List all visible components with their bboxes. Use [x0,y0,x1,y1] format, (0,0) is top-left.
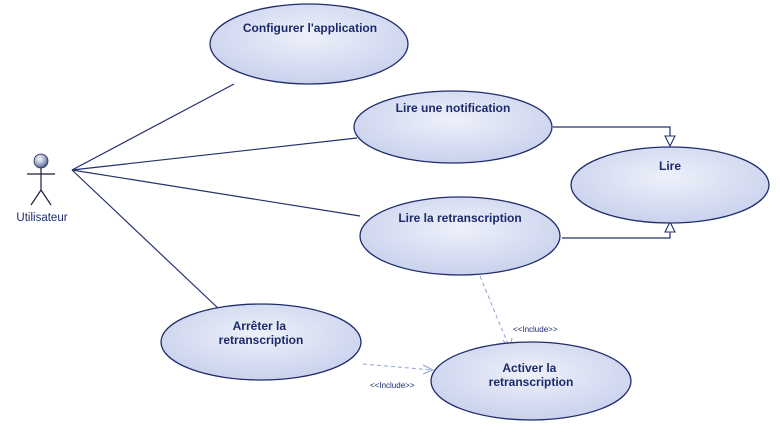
use-case-label: Configurer l'application [243,21,377,35]
use-case-ellipse [209,3,409,85]
actor-right-leg [40,189,52,206]
use-case-ellipse [359,196,561,276]
use-case-label: Activer la retranscription [489,361,574,389]
use-case-ellipse [430,341,632,421]
generalization-arrowhead [664,220,676,233]
association-lire-notification [71,137,358,171]
association-configurer [71,83,235,171]
include-dependency-lire-retranscription [479,275,511,350]
use-case-lire-retranscription[interactable]: Lire la retranscription [359,196,561,276]
use-case-arreter-retranscription[interactable]: Arrêter la retranscription [160,303,362,381]
use-case-ellipse [160,303,362,381]
include-stereotype-label: <<Include>> [370,381,415,390]
use-case-configurer-application[interactable]: Configurer l'application [209,3,409,85]
use-case-lire-notification[interactable]: Lire une notification [353,90,553,164]
actor-left-leg [30,189,42,206]
use-case-label: Arrêter la retranscription [219,319,304,347]
generalization-arrowhead [664,135,676,148]
actor-utilisateur[interactable]: Utilisateur [16,153,68,224]
use-case-label: Lire une notification [396,101,511,115]
generalization-retranscription-to-lire [562,232,671,239]
generalization-notification-to-lire [553,126,671,136]
use-case-label: Lire [659,159,681,173]
use-case-ellipse [570,146,770,224]
actor-label: Utilisateur [16,212,67,224]
use-case-label: Lire la retranscription [398,211,521,225]
association-lire-retranscription [71,169,361,217]
use-case-activer-retranscription[interactable]: Activer la retranscription [430,341,632,421]
include-stereotype-label: <<Include>> [513,325,558,334]
include-arrowhead [422,364,435,375]
use-case-ellipse [353,90,553,164]
actor-head-icon [33,153,49,169]
include-dependency-arreter [362,363,433,371]
association-arreter [71,169,221,311]
use-case-lire[interactable]: Lire [570,146,770,224]
